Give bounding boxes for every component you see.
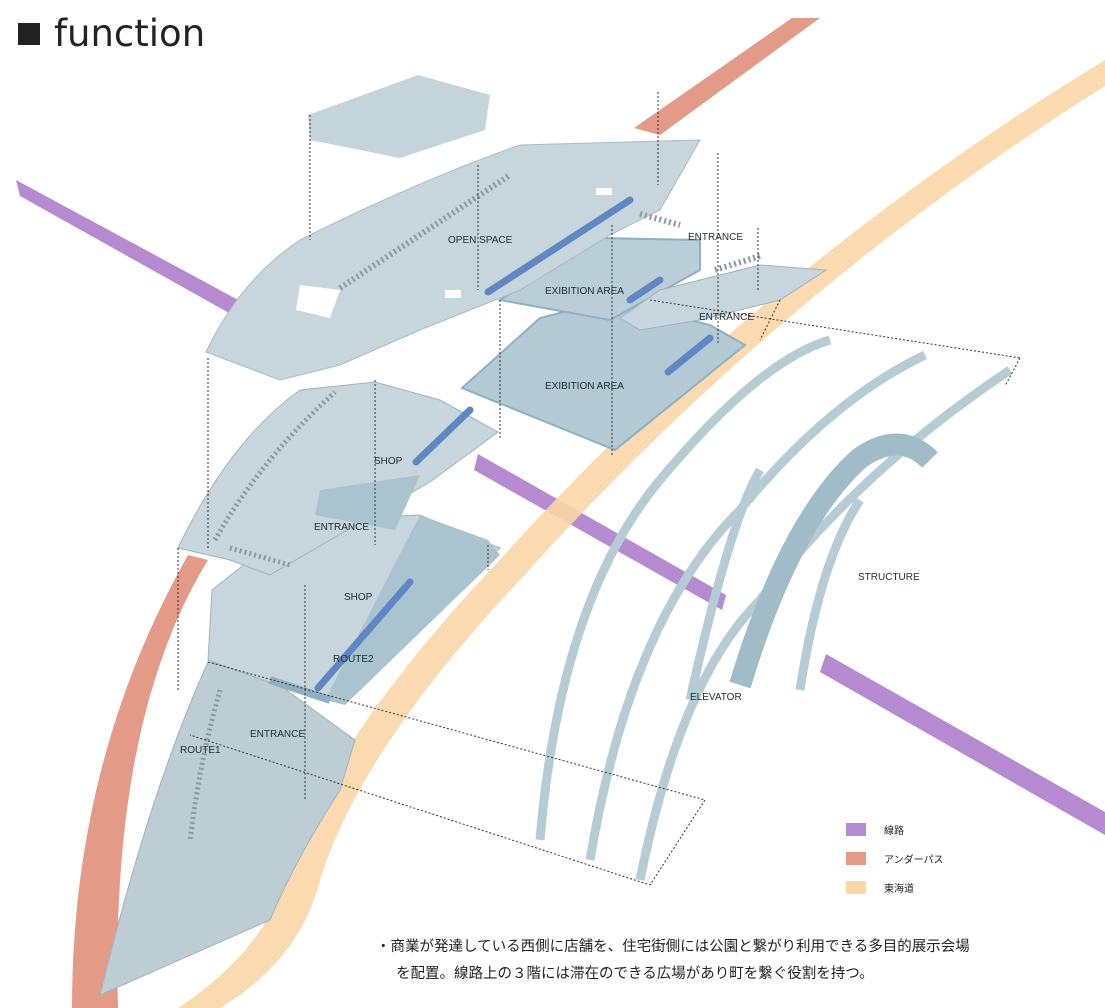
- legend-item: アンダーパス: [846, 844, 1046, 873]
- description-note: ・商業が発達している西側に店舗を、住宅街側には公園と繋がり利用できる多目的展示会…: [376, 934, 1096, 988]
- page-title: function: [18, 12, 205, 55]
- legend-swatch: [846, 852, 866, 865]
- label-entrance-mid: ENTRANCE: [314, 522, 369, 533]
- page-title-text: function: [54, 12, 206, 55]
- underpass-band: [72, 18, 820, 1008]
- label-exibition-upper: EXIBITION AREA: [545, 286, 624, 297]
- second-floor: [177, 381, 499, 576]
- note-line-1: ・商業が発達している西側に店舗を、住宅街側には公園と繋がり利用できる多目的展示会…: [376, 939, 970, 955]
- label-exibition-lower: EXIBITION AREA: [545, 381, 624, 392]
- legend-label: 線路: [884, 826, 904, 837]
- label-structure: STRUCTURE: [858, 572, 920, 583]
- railway-band: [16, 180, 1105, 835]
- label-open-space: OPEN SPACE: [448, 235, 513, 246]
- label-entrance-low: ENTRANCE: [250, 729, 305, 740]
- legend-swatch: [846, 823, 866, 836]
- note-line-2: を配置。線路上の３階には滞在のできる広場があり町を繋ぐ役割を持つ。: [396, 966, 874, 982]
- legend-swatch: [846, 881, 866, 894]
- structure-arches: [535, 335, 1013, 881]
- label-shop-lower: SHOP: [344, 592, 373, 603]
- label-elevator: ELEVATOR: [690, 692, 742, 703]
- legend: 線路 アンダーパス 東海道: [846, 815, 1046, 902]
- exhibition-lower: [460, 298, 747, 452]
- label-entrance-top: ENTRANCE: [688, 232, 743, 243]
- open-space-roof: [205, 75, 701, 381]
- legend-item: 東海道: [846, 873, 1046, 902]
- legend-item: 線路: [846, 815, 1046, 844]
- legend-label: アンダーパス: [884, 855, 944, 866]
- label-route2: ROUTE2: [333, 654, 374, 665]
- label-route1: ROUTE1: [180, 745, 221, 756]
- label-entrance-right: ENTRANCE: [699, 312, 754, 323]
- legend-label: 東海道: [884, 884, 914, 895]
- label-shop-upper: SHOP: [374, 456, 403, 467]
- square-bullet-icon: [18, 22, 40, 45]
- projection-lines: [177, 92, 1021, 886]
